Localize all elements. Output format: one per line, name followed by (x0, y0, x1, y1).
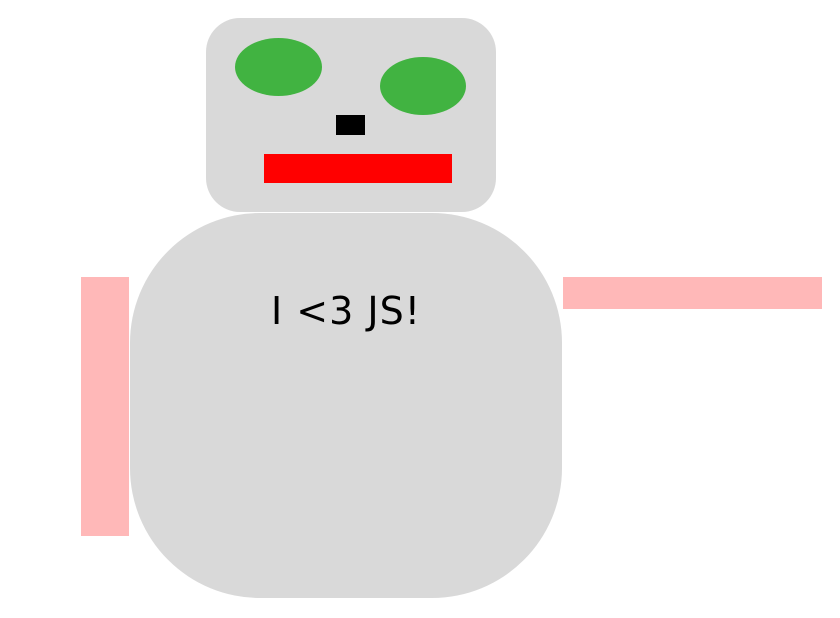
robot-right-eye (380, 57, 466, 115)
robot-right-arm (563, 277, 822, 309)
robot-body (130, 213, 562, 598)
robot-body-text: I <3 JS! (271, 289, 421, 333)
robot-left-arm (81, 277, 129, 536)
robot-mouth (264, 154, 452, 183)
robot-left-eye (235, 38, 322, 96)
robot-nose (336, 115, 365, 135)
